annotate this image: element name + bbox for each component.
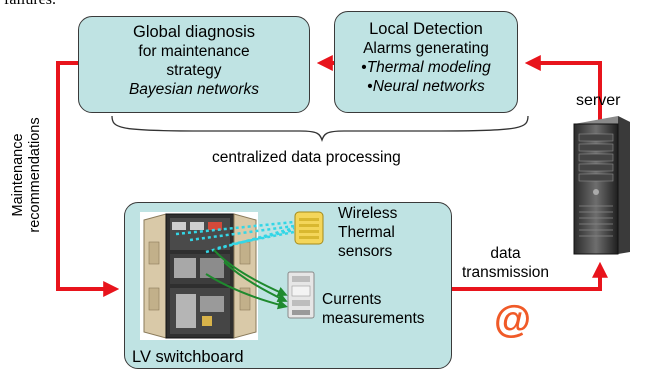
- global-diagnosis-line3: strategy: [166, 62, 222, 79]
- wireless-link-4: [217, 228, 295, 250]
- current-link-1: [213, 249, 288, 297]
- global-diagnosis-line4: Bayesian networks: [128, 81, 260, 98]
- local-detection-line2: Alarms generating: [363, 40, 489, 57]
- wireless-sensor-icon: [294, 211, 324, 245]
- arrow-switchboard-to-server: [452, 261, 608, 291]
- at-sign-icon: @: [494, 299, 532, 341]
- current-link-3: [205, 273, 288, 310]
- data-transmission-line2: transmission: [462, 264, 549, 281]
- currents-measurements-label: Currents measurements: [322, 290, 425, 328]
- wireless-sensors-label: Wireless Thermal sensors: [338, 204, 397, 261]
- wireless-link-1: [175, 220, 295, 236]
- local-detection-title: Local Detection: [369, 20, 483, 38]
- server-label: server: [576, 92, 621, 109]
- top-text-fragment: failures.: [4, 0, 56, 8]
- current-meter-icon: [287, 271, 315, 319]
- currents-label-line2: measurements: [322, 310, 425, 327]
- wireless-link-5: [231, 230, 295, 246]
- server-tower-icon: [573, 116, 630, 255]
- wireless-label-line2: Thermal: [338, 224, 395, 241]
- local-detection-box: Local Detection Alarms generating •Therm…: [334, 11, 518, 113]
- lv-switchboard-label: LV switchboard: [132, 348, 244, 366]
- processing-brace: [111, 115, 529, 143]
- local-detection-bullet2: •Neural networks: [367, 78, 485, 95]
- wireless-label-line3: sensors: [338, 243, 393, 260]
- data-transmission-line1: data: [490, 245, 521, 262]
- wireless-label-line1: Wireless: [338, 205, 398, 222]
- arrow-global-to-switchboard: [56, 61, 120, 297]
- local-detection-bullet1: •Thermal modeling: [361, 59, 491, 76]
- current-link-2: [223, 261, 288, 302]
- data-transmission-label: data transmission: [462, 244, 549, 282]
- brace-label: centralized data processing: [212, 149, 401, 166]
- switchboard-cabinet-image: [140, 212, 258, 340]
- global-diagnosis-line2: for maintenance: [138, 43, 250, 60]
- global-diagnosis-title: Global diagnosis: [133, 23, 255, 41]
- global-diagnosis-box: Global diagnosis for maintenance strateg…: [78, 16, 310, 113]
- currents-label-line1: Currents: [322, 291, 382, 308]
